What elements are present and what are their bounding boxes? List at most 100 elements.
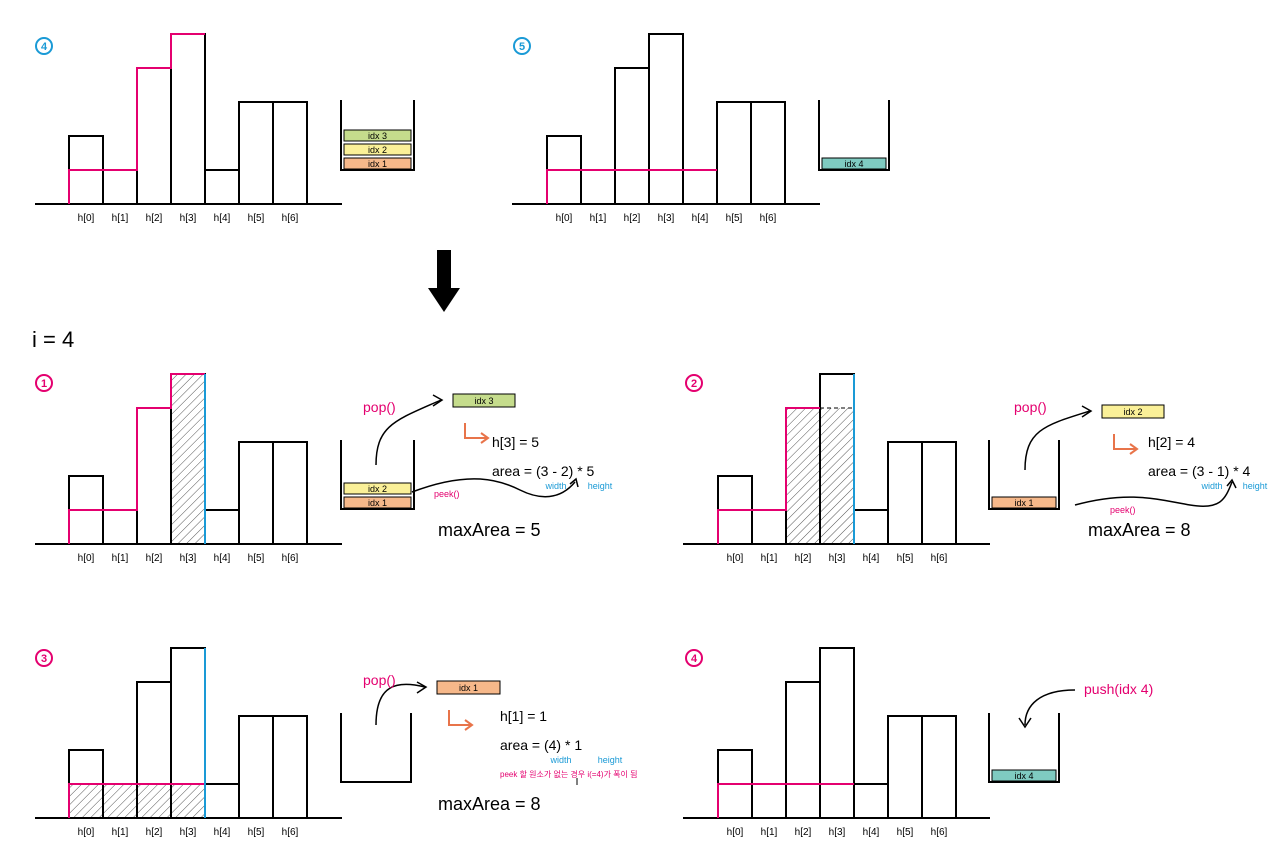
bar-label: h[6] [760, 213, 777, 224]
step-heading: i = 4 [32, 327, 75, 352]
peek-curve-arrowhead [569, 477, 579, 488]
stack-item-label: idx 3 [368, 131, 387, 141]
bar-label: h[3] [180, 213, 197, 224]
width-label: width [549, 755, 571, 765]
histogram-bar [136, 407, 172, 545]
stack-item-label: idx 1 [368, 498, 387, 508]
width-label: width [544, 481, 566, 491]
elbow-arrowhead [1129, 443, 1139, 455]
stack-container [340, 100, 415, 171]
histogram-bar [887, 441, 923, 545]
popped-item-label: idx 1 [459, 683, 478, 693]
bar-label: h[4] [863, 553, 880, 564]
pink-outline [68, 33, 205, 204]
step-badge [35, 649, 53, 667]
stack-item [821, 157, 887, 170]
histogram-bar [272, 441, 308, 545]
area-equation: area = (4) * 1 [500, 737, 582, 753]
popped-item-label: idx 2 [1123, 407, 1142, 417]
elbow-arrow [464, 423, 487, 439]
histogram-bar [204, 169, 240, 205]
bar-label: h[5] [248, 827, 265, 838]
area-equation: area = (3 - 1) * 4 [1148, 463, 1251, 479]
stack-container [818, 100, 890, 171]
stack-item [991, 496, 1057, 509]
bar-label: h[1] [112, 213, 129, 224]
stack-item [343, 496, 412, 509]
pop-curve-arrow [1024, 410, 1091, 471]
step-badge [685, 374, 703, 392]
bar-label: h[5] [248, 553, 265, 564]
stack-item [991, 769, 1057, 782]
bar-label: h[5] [248, 213, 265, 224]
bar-label: h[5] [897, 553, 914, 564]
stack-container [988, 440, 1060, 510]
bar-label: h[2] [146, 553, 163, 564]
pink-outline [68, 373, 205, 544]
histogram-bar [648, 33, 684, 205]
pop-curve-arrowhead [432, 394, 444, 407]
elbow-arrow [1113, 434, 1136, 450]
height-label: height [598, 755, 623, 765]
popped-item [452, 393, 516, 408]
bar-label: h[1] [761, 553, 778, 564]
histogram-bar [170, 33, 206, 205]
bar-label: h[2] [795, 827, 812, 838]
histogram-bar [921, 715, 957, 819]
operation-label: pop() [363, 672, 396, 688]
histogram-bar [751, 509, 787, 545]
push-curve-arrowhead [1018, 717, 1032, 729]
height-label: height [1243, 481, 1268, 491]
peek-label: peek() [1110, 505, 1136, 515]
bar-label: h[0] [78, 213, 95, 224]
step-badge-number: 1 [41, 378, 47, 390]
histogram-bar [921, 441, 957, 545]
step-badge-number: 5 [519, 41, 525, 53]
bar-label: h[5] [726, 213, 743, 224]
operation-label: push(idx 4) [1084, 681, 1153, 697]
height-equation: h[3] = 5 [492, 434, 539, 450]
histogram-bar [272, 715, 308, 819]
bar-label: h[3] [829, 553, 846, 564]
histogram-bar [853, 783, 889, 819]
pink-outline [546, 169, 717, 204]
peek-note: peek 할 원소가 없는 경우 i(=4)가 폭이 됨 [500, 769, 637, 779]
stack-item-label: idx 2 [368, 484, 387, 494]
bar-label: h[6] [931, 553, 948, 564]
pink-outline [717, 783, 854, 818]
bar-label: h[1] [112, 553, 129, 564]
histogram-bar [238, 715, 274, 819]
stack-item-label: idx 1 [368, 159, 387, 169]
max-area: maxArea = 5 [438, 520, 541, 540]
stack-item [343, 482, 412, 495]
stack-container [340, 440, 415, 510]
bar-label: h[5] [897, 827, 914, 838]
bar-label: h[2] [795, 553, 812, 564]
stack-item-label: idx 4 [844, 159, 863, 169]
pop-curve-arrowhead [1081, 405, 1093, 418]
pop-curve-arrow [375, 399, 442, 466]
histogram-bar [614, 67, 650, 205]
histogram-bar [272, 101, 308, 205]
histogram-bar [819, 647, 855, 819]
bar-label: h[4] [214, 553, 231, 564]
bar-label: h[2] [624, 213, 641, 224]
bar-label: h[1] [761, 827, 778, 838]
bar-label: h[0] [727, 553, 744, 564]
histogram-bar [238, 441, 274, 545]
histogram-bar [204, 783, 240, 819]
max-area: maxArea = 8 [1088, 520, 1191, 540]
bar-label: h[1] [590, 213, 607, 224]
bar-label: h[6] [282, 553, 299, 564]
pink-outline [68, 783, 205, 818]
operation-label: pop() [1014, 399, 1047, 415]
bar-label: h[2] [146, 827, 163, 838]
bar-label: h[6] [282, 213, 299, 224]
width-label: width [1200, 481, 1222, 491]
histogram-bar [853, 509, 889, 545]
histogram-bar [238, 101, 274, 205]
histogram-bar [716, 101, 752, 205]
histogram-bar [102, 169, 138, 205]
step-badge-number: 2 [691, 378, 697, 390]
